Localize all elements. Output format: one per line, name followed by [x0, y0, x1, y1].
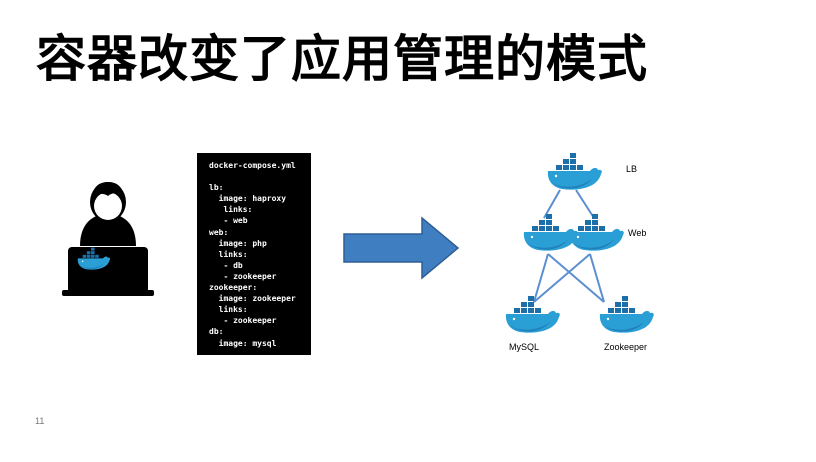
laptop-icon: [62, 247, 154, 296]
zookeeper-whale-icon: [599, 296, 654, 333]
lb-whale-icon: [547, 153, 602, 190]
lb-label: LB: [626, 164, 638, 174]
web-whale-icon-2: [569, 214, 624, 251]
mysql-whale-icon: [505, 296, 560, 333]
right-arrow-icon: [343, 216, 460, 280]
web-label: Web: [628, 228, 647, 238]
zookeeper-label: Zookeeper: [604, 342, 648, 352]
web-whale-icon-1: [523, 214, 578, 251]
page-title: 容器改变了应用管理的模式: [36, 30, 648, 88]
compose-file-text: docker-compose.yml lb: image: haproxy li…: [209, 161, 296, 348]
page-number: 11: [35, 416, 45, 426]
compose-file-panel: docker-compose.yml lb: image: haproxy li…: [197, 153, 311, 355]
topology-links: [533, 189, 605, 303]
mysql-label: MySQL: [509, 342, 540, 352]
developer-icon: [80, 182, 136, 246]
